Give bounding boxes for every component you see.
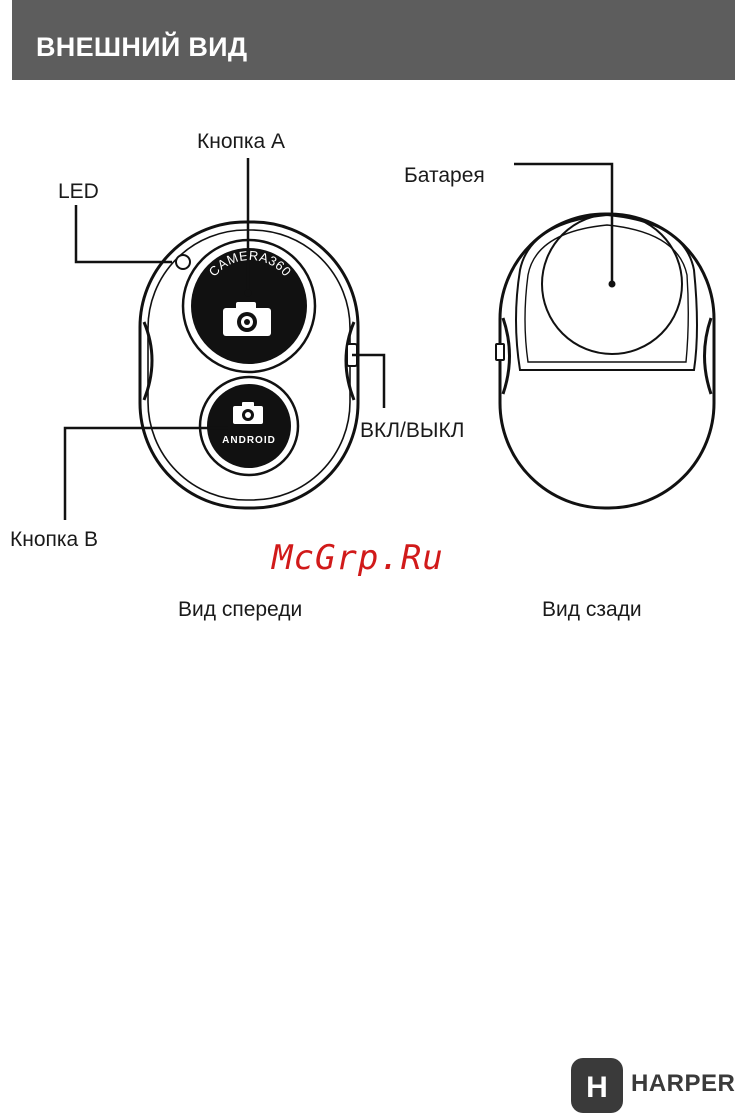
harper-logo-text: HARPER (631, 1070, 735, 1098)
label-front-view: Вид спереди (178, 598, 302, 622)
button-b: ANDROID (200, 377, 298, 475)
label-battery: Батарея (404, 164, 485, 188)
back-switch (496, 344, 504, 360)
label-button-a: Кнопка A (197, 130, 285, 154)
label-back-view: Вид сзади (542, 598, 642, 622)
watermark: McGrp.Ru (272, 538, 444, 578)
label-button-b: Кнопка B (10, 528, 98, 552)
back-view-device (500, 214, 714, 508)
button-b-text: ANDROID (222, 435, 276, 446)
label-led: LED (58, 180, 99, 204)
harper-logo: H HARPER (571, 1058, 735, 1113)
label-power: ВКЛ/ВЫКЛ (360, 419, 464, 443)
svg-text:H: H (586, 1071, 608, 1104)
led-indicator (176, 255, 190, 269)
harper-logo-icon: H (571, 1058, 623, 1113)
